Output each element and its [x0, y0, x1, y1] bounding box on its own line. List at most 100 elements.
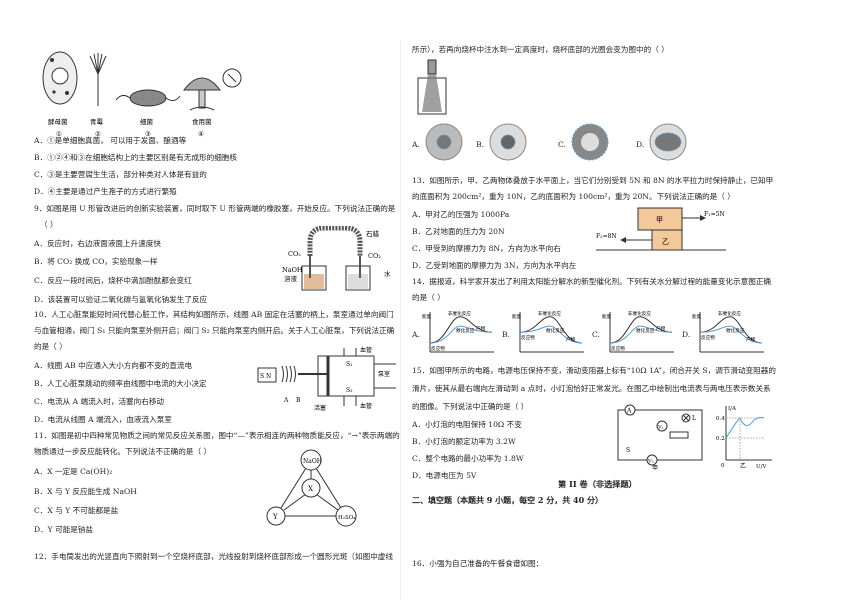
- q11-line-2: 物质通过一步反应能转化。下列说法不正确的是（ ）: [34, 447, 212, 456]
- catalyzed-curve: [609, 325, 673, 344]
- q12-option-a-label: A.: [412, 140, 420, 149]
- q12-option-c-figure: [571, 123, 609, 161]
- q13-option-c: C．甲受到的摩擦力为 8N，方向为水平向右: [412, 244, 561, 253]
- svg-text:溶液: 溶液: [284, 274, 298, 283]
- energy-axis-label: 能量: [512, 313, 522, 320]
- reactant-label: 反应物: [521, 334, 535, 341]
- svg-text:S₁: S₁: [346, 361, 353, 368]
- q12-option-d-figure: [649, 123, 687, 161]
- q15-option-a: A．小灯泡的电阻保持 10Ω 不变: [412, 420, 522, 429]
- u-tube-figure: 石蜡 CO₂ CO₂ NaOH 溶液 水: [282, 226, 391, 291]
- energy-axis-label: 能量: [692, 313, 702, 320]
- uncatalyzed-curve: [609, 316, 673, 344]
- catalyzed-label: 催化反应: [636, 327, 655, 334]
- q15-option-b: B．小灯泡的额定功率为 3.2W: [412, 437, 516, 446]
- svg-text:U/V: U/V: [756, 464, 767, 470]
- uncatalyzed-curve: [519, 316, 583, 344]
- svg-text:甲: 甲: [656, 216, 663, 224]
- reactant-label: 反应物: [431, 345, 445, 352]
- svg-text:B: B: [296, 397, 301, 404]
- q12-option-d-label: D.: [636, 140, 645, 149]
- svg-text:石蜡: 石蜡: [366, 229, 380, 238]
- svg-text:甲: 甲: [652, 465, 658, 470]
- svg-text:S₂: S₂: [346, 387, 353, 394]
- svg-text:V₁: V₁: [657, 425, 664, 431]
- q14-option-b-diagram: 能量非催化反应催化反应反应物产物: [512, 310, 584, 353]
- svg-text:CO₂: CO₂: [288, 250, 301, 258]
- product-label: 产物: [746, 336, 756, 343]
- section-title: 第 II 卷（非选择题）: [558, 479, 637, 489]
- q9-option-d: D．该装置可以验证二氧化碳与氢氧化钠发生了反应: [34, 295, 208, 304]
- svg-text:F₁=5N: F₁=5N: [704, 211, 725, 218]
- svg-text:F₂=8N: F₂=8N: [596, 233, 617, 240]
- svg-text:Y: Y: [272, 513, 278, 521]
- svg-text:S N: S N: [260, 373, 271, 380]
- q13-line-1: 13．如图所示，甲、乙两物体叠放于水平面上，当它们分别受到 5N 和 8N 的水…: [412, 176, 774, 185]
- q10-option-d: D．电流从线圈 A 端流入，血液流入泵室: [34, 415, 172, 424]
- q9-option-a: A．反应时，右边液面液面上升速度快: [34, 239, 161, 248]
- label-yeast: 酵母菌: [48, 117, 68, 126]
- q8-option-b: B．①②④和③在细胞结构上的主要区别是有无成形的细胞核: [34, 153, 238, 162]
- q13-option-a: A．甲对乙的压强为 1000Pa: [412, 210, 510, 219]
- q15-option-d: D．电源电压为 5V: [412, 471, 477, 480]
- svg-text:血管: 血管: [360, 346, 372, 354]
- q12-line-2: 所示），若再向烧杯中注水到一定高度时，烧杯底部的光圈会变为图中的（ ）: [412, 45, 669, 54]
- catalyzed-curve: [699, 325, 763, 344]
- num-4: ④: [198, 130, 204, 138]
- catalyzed-label: 催化反应: [456, 327, 475, 334]
- heart-pump-figure: S N S₁ S₂ 泵室 A B 活塞 血管 血管: [257, 346, 396, 412]
- product-label: 产物: [476, 325, 486, 332]
- num-3: ③: [145, 130, 151, 138]
- reaction-network-figure: NaOH X Y H₂SO₄: [266, 449, 357, 527]
- q12-option-b-label: B.: [476, 140, 484, 149]
- q11-option-a: A．X 一定是 Ca(OH)₂: [34, 467, 113, 476]
- uncatalyzed-curve: [699, 316, 763, 344]
- q8-option-a: A．①是单细胞真菌， 可以用于发面、酿酒等: [34, 136, 187, 145]
- q14-line-2: 的是（ ）: [412, 293, 445, 302]
- svg-text:S: S: [626, 447, 630, 454]
- energy-axis-label: 能量: [422, 313, 432, 320]
- q12-option-a-figure: [425, 123, 463, 161]
- q10-line-3: 的是（ ）: [34, 342, 67, 351]
- catalyzed-label: 催化反应: [546, 327, 565, 334]
- svg-text:A: A: [283, 397, 289, 404]
- q9-line-1: 9．如图是用 U 形管改进后的创新实验装置，同时取下 U 形管两端的橡胶塞，开始…: [34, 204, 396, 213]
- uncatalyzed-label: 非催化反应: [448, 310, 471, 317]
- svg-text:0.4: 0.4: [716, 416, 725, 422]
- svg-text:0.2: 0.2: [716, 436, 725, 442]
- microbes-figure: 酵母菌 青霉 细菌 食用菌 ① ② ③ ④: [42, 51, 242, 138]
- left-column: 酵母菌 青霉 细菌 食用菌 ① ② ③ ④ A．①是单细胞真菌， 可以用于发面、…: [30, 0, 430, 608]
- svg-text:H₂SO₄: H₂SO₄: [338, 515, 356, 521]
- q10-line-1: 10．人工心脏泵能短时间代替心脏工作，其结构如图所示，线圈 AB 固定在活塞的柄…: [34, 310, 394, 319]
- stacked-blocks-figure: 甲 乙 F₁=5N F₂=8N: [596, 207, 726, 251]
- q14-option-c-label: C.: [592, 330, 600, 339]
- svg-text:I/A: I/A: [728, 406, 737, 412]
- num-1: ①: [56, 130, 62, 138]
- uncatalyzed-label: 非催化反应: [538, 310, 561, 317]
- q10-option-a: A．线圈 AB 中应通入大小方向都不变的直流电: [34, 361, 193, 370]
- column-divider: [400, 40, 401, 600]
- uncatalyzed-label: 非催化反应: [628, 310, 651, 317]
- catalyzed-curve: [429, 325, 493, 344]
- q14-line-1: 14．据报道，科学家开发出了利用太阳能分解水的新型催化剂。下列有关水分解过程的能…: [412, 277, 771, 286]
- q14-option-b-label: B.: [502, 330, 510, 339]
- catalyzed-curve: [519, 325, 583, 344]
- svg-text:NaOH: NaOH: [303, 458, 322, 465]
- bacterium: [115, 89, 181, 107]
- flashlight-beaker-figure: [417, 59, 447, 115]
- q16-line-1: 16．小强为自己准备的午餐食谱如图：: [412, 559, 544, 568]
- uncatalyzed-label: 非催化反应: [718, 310, 741, 317]
- q13-line-2: 的底面积为 200cm²，重为 10N，乙的底面积为 100cm²，重为 20N…: [412, 192, 735, 201]
- q12-option-c-label: C.: [558, 140, 566, 149]
- q15-line-2: 滑片，使其从最右端向左滑动到 a 点时，小灯泡恰好正常发光。在图乙中绘制出电流表…: [412, 384, 771, 393]
- right-column: 所示），若再向烧杯中注水到一定高度时，烧杯底部的光圈会变为图中的（ ） A. B…: [408, 0, 848, 608]
- q13-option-b: B．乙对地面的压力为 20N: [412, 227, 505, 236]
- svg-text:乙: 乙: [740, 463, 746, 470]
- section-subtitle: 二、填空题（本题共 9 小题，每空 2 分，共 40 分）: [412, 495, 603, 505]
- reactant-label: 反应物: [611, 345, 625, 352]
- q11-option-b: B．X 与 Y 反应能生成 NaOH: [34, 487, 137, 496]
- svg-text:X: X: [308, 485, 313, 493]
- q9-option-b: B．将 CO₂ 换成 CO，实验现象一样: [34, 257, 158, 266]
